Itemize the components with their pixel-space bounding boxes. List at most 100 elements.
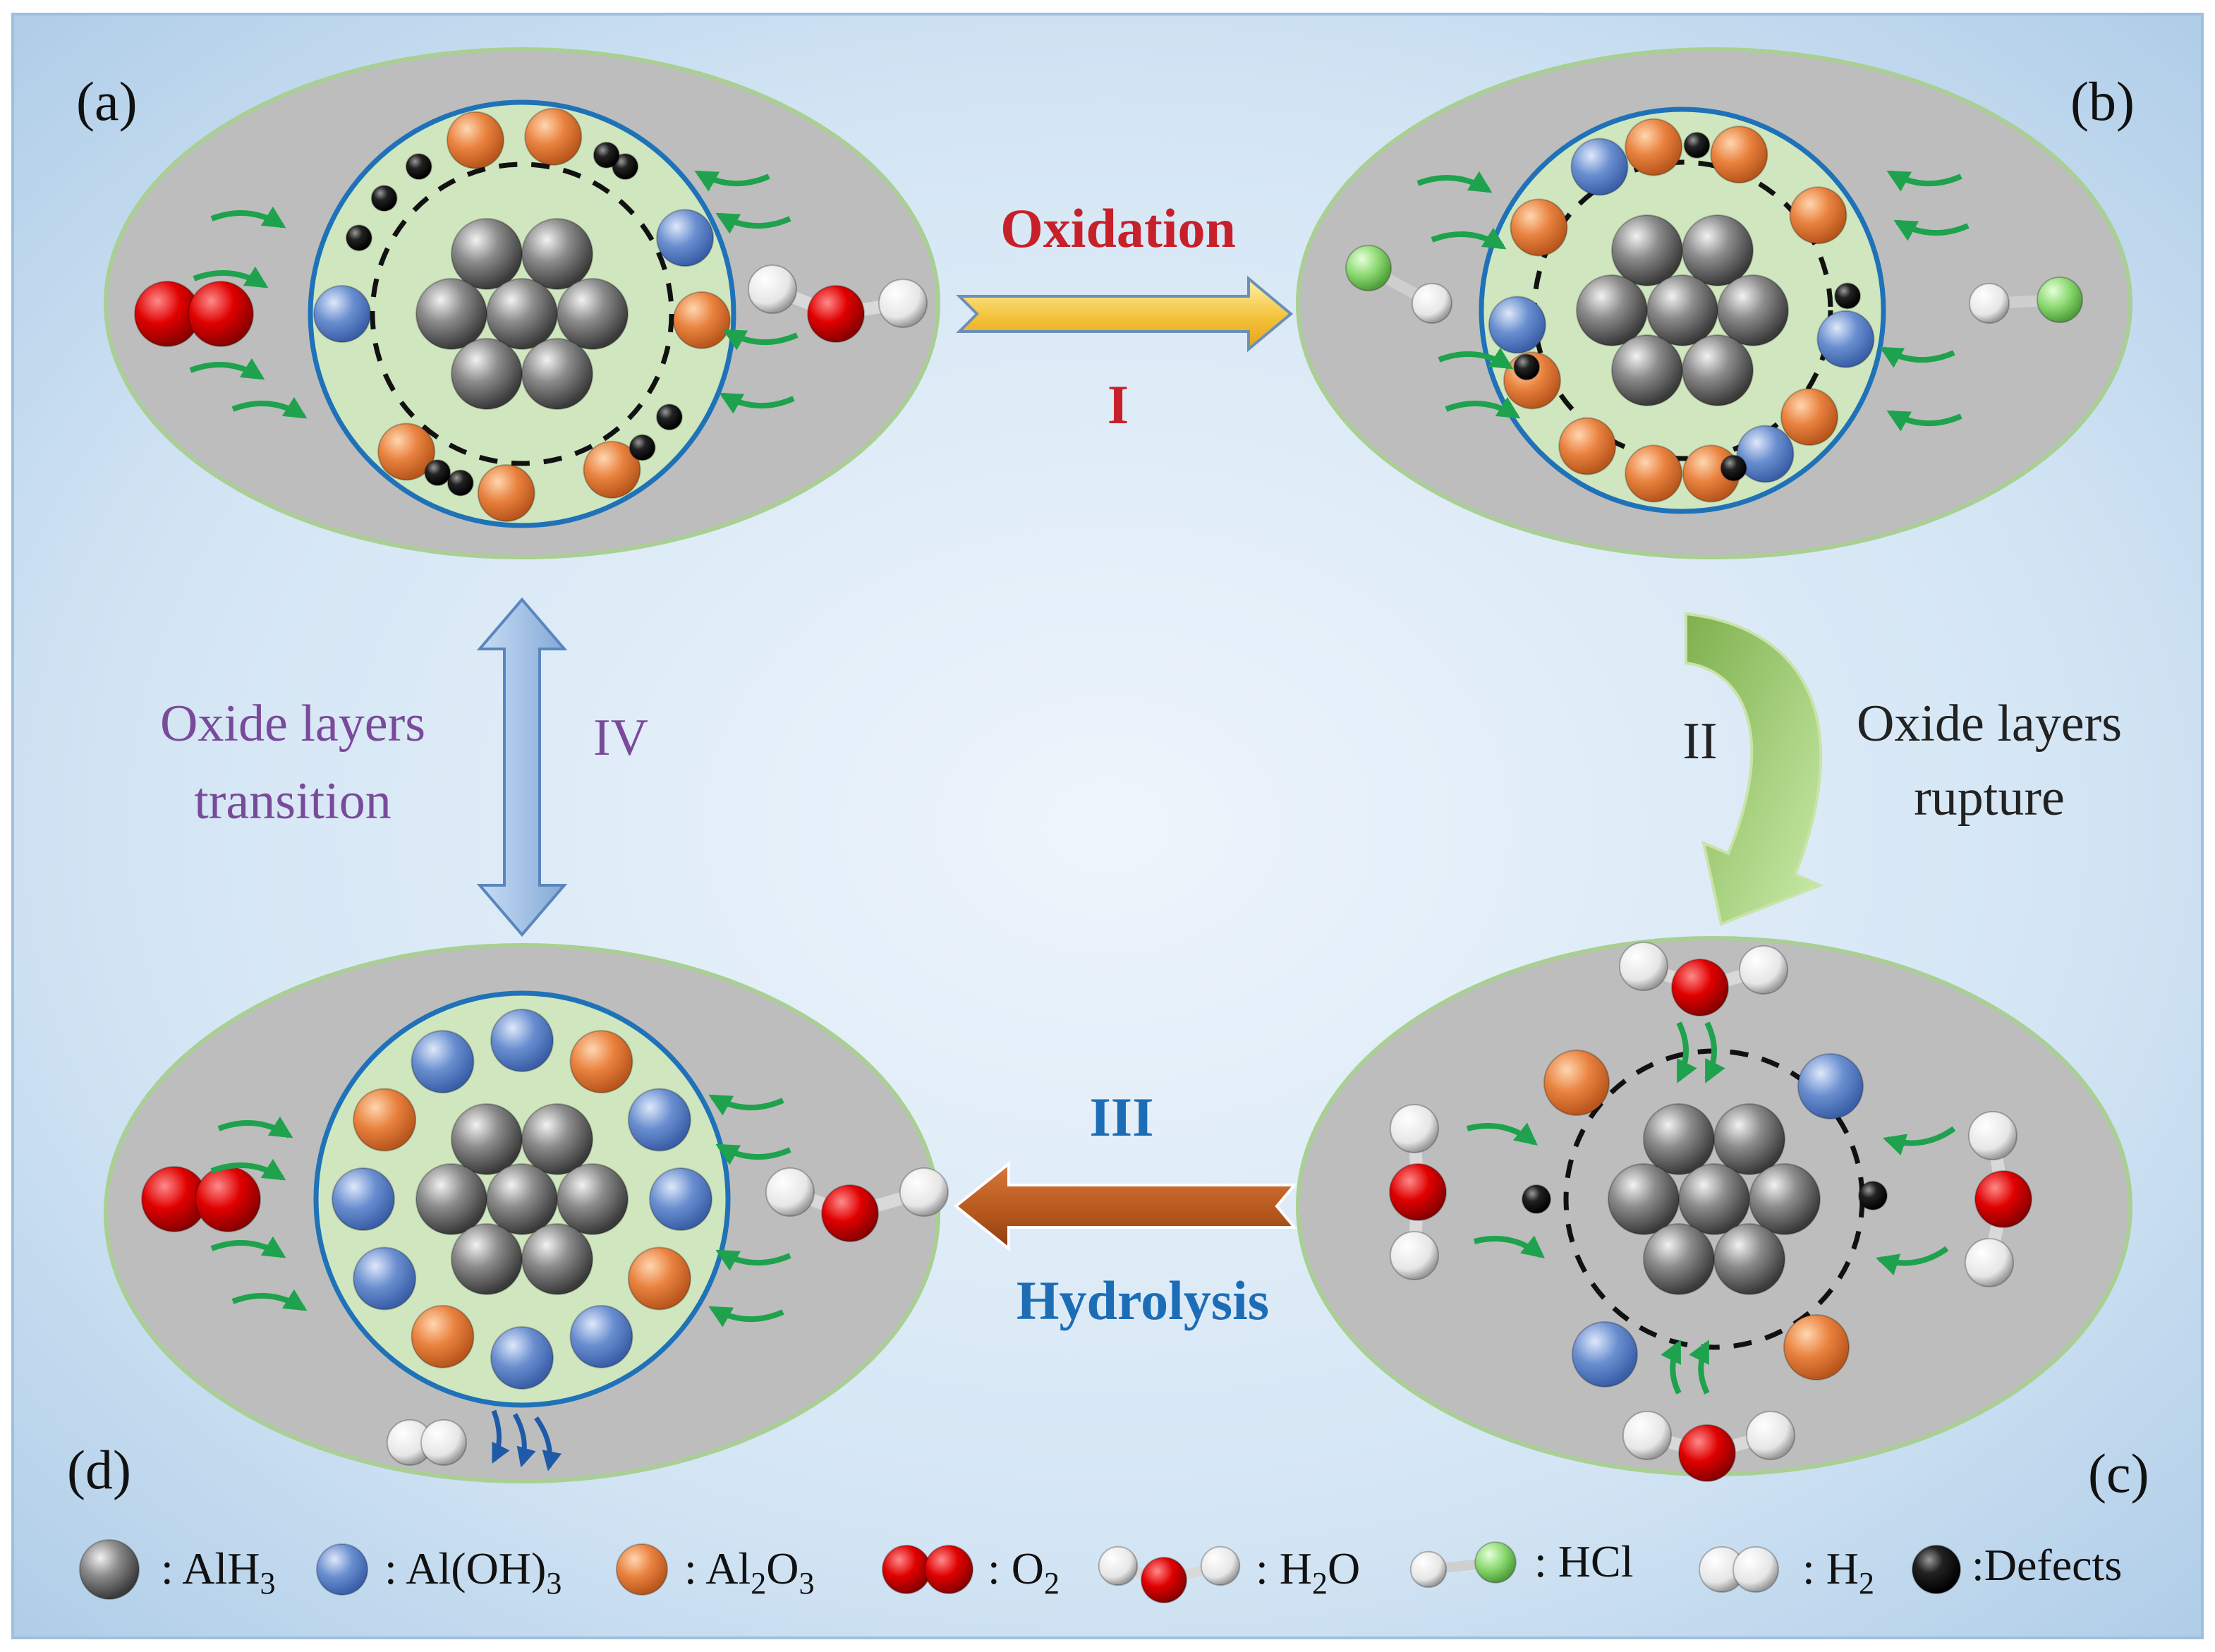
flow-arrow [1886,170,1962,192]
oxygen-atom [1141,1557,1187,1603]
al2o3-atom [1625,118,1683,176]
oxidation-arrow [956,275,1294,353]
defect-atom [612,153,639,181]
flow-arrow [210,1236,286,1258]
flow-arrow [715,1143,791,1165]
h2-release-arrow [534,1416,562,1471]
step-4-label: IV [593,709,648,767]
hydrogen-atom [1098,1545,1139,1586]
alh3-atom [521,1223,593,1295]
legend-alh3-icon [79,1539,140,1600]
rupture-label-line1: Oxide layers [1857,695,2122,753]
chlorine-atom [1474,1541,1517,1584]
al2o3-atom [477,464,535,523]
legend-aloh3: : Al(OH)3 [384,1543,562,1601]
hydrogen-atom [1412,283,1452,324]
al2o3-atom [447,111,505,169]
alh3-atom [415,1163,487,1235]
step-2-label: II [1682,712,1717,770]
flow-arrow [1445,396,1521,419]
hydrogen-atom [1200,1545,1241,1586]
aloh3-atom [656,209,715,267]
legend-h2o: : H2O [1256,1543,1360,1601]
legend-o2: : O2 [988,1543,1060,1601]
flow-arrow [719,392,795,414]
alh3-atom [1713,1103,1785,1175]
al2o3-atom [569,1030,633,1094]
alh3-atom [1576,274,1648,346]
alh3-atom [1713,1223,1785,1295]
alh3-atom [521,1103,593,1175]
flow-arrow [1893,219,1970,241]
flow-arrow [210,206,286,229]
hydrolysis-label: Hydrolysis [1017,1270,1269,1331]
alh3-atom [521,218,593,290]
panel-label-a: (a) [76,71,138,132]
step-1-label: I [1108,374,1129,435]
core-boundary-a [370,162,674,466]
defect-atom [1513,353,1541,381]
panel-label-d: (d) [67,1439,131,1500]
flow-arrow [1431,227,1507,250]
defect-atom [1834,282,1862,310]
flow-arrow [715,212,791,234]
aloh3-atom [411,1030,475,1094]
defect-atom [629,434,656,461]
hydrogen-atom [1968,1111,2017,1160]
al2o3-atom [583,440,641,499]
legend-h2: : H2 [1802,1543,1874,1601]
legend-o2-icon [924,1545,973,1594]
flow-arrow [193,266,269,289]
hydrogen-atom [1390,1231,1439,1280]
defect-atom [593,141,620,169]
flow-arrow [715,1249,791,1271]
aloh3-atom [1736,425,1795,483]
flow-arrows [189,170,1970,1471]
alh3-atom [1643,1223,1715,1295]
alh3-atom [521,338,593,410]
aloh3-atom [353,1246,417,1311]
legend-defects: :Defects [1972,1540,2122,1590]
oxidation-label: Oxidation [1000,198,1236,259]
al2o3-atom [353,1088,417,1152]
flow-arrow [189,358,265,380]
flow-arrow [217,1116,293,1138]
aloh3-atom [1570,138,1629,196]
flow-arrow [722,329,799,351]
alh3-atom [557,278,629,350]
al2o3-atom [1789,186,1847,245]
aloh3-atom [627,1088,691,1152]
legend-alh3: : AlH3 [161,1543,275,1601]
flow-arrow [1676,1021,1697,1083]
hydrogen-atom [1739,945,1788,995]
aloh3-atom [1816,310,1875,368]
hydrogen-atom [1390,1104,1439,1153]
hydrogen-atom [1622,1411,1672,1460]
alh3-atom [1611,214,1683,286]
hydrogen-atom [1619,942,1668,991]
flow-arrow [1416,171,1493,193]
h2-release-arrow [512,1413,536,1468]
hydrogen-atom [748,265,797,314]
alh3-atom [451,1223,523,1295]
flow-arrow [1704,1021,1725,1083]
flow-arrow [1466,1122,1539,1146]
al2o3-atom [411,1304,475,1368]
oxygen-atom [1389,1163,1447,1221]
alh3-atom [1611,334,1683,406]
flow-arrow [708,1094,784,1116]
oxygen-atom [807,285,865,343]
alh3-atom [557,1163,629,1235]
transition-label-line2: transition [194,772,392,830]
h2-release-arrow [491,1409,510,1464]
chlorine-atom [1345,245,1392,291]
chlorine-atom [2037,277,2083,323]
alh3-atom [451,338,523,410]
transition-label-line1: Oxide layers [160,695,425,753]
defect-atom [345,224,372,252]
alh3-atom [1646,274,1718,346]
alh3-atom [451,1103,523,1175]
flow-arrow [708,1306,784,1328]
alh3-atom [1717,274,1789,346]
aloh3-atom [1572,1321,1638,1387]
